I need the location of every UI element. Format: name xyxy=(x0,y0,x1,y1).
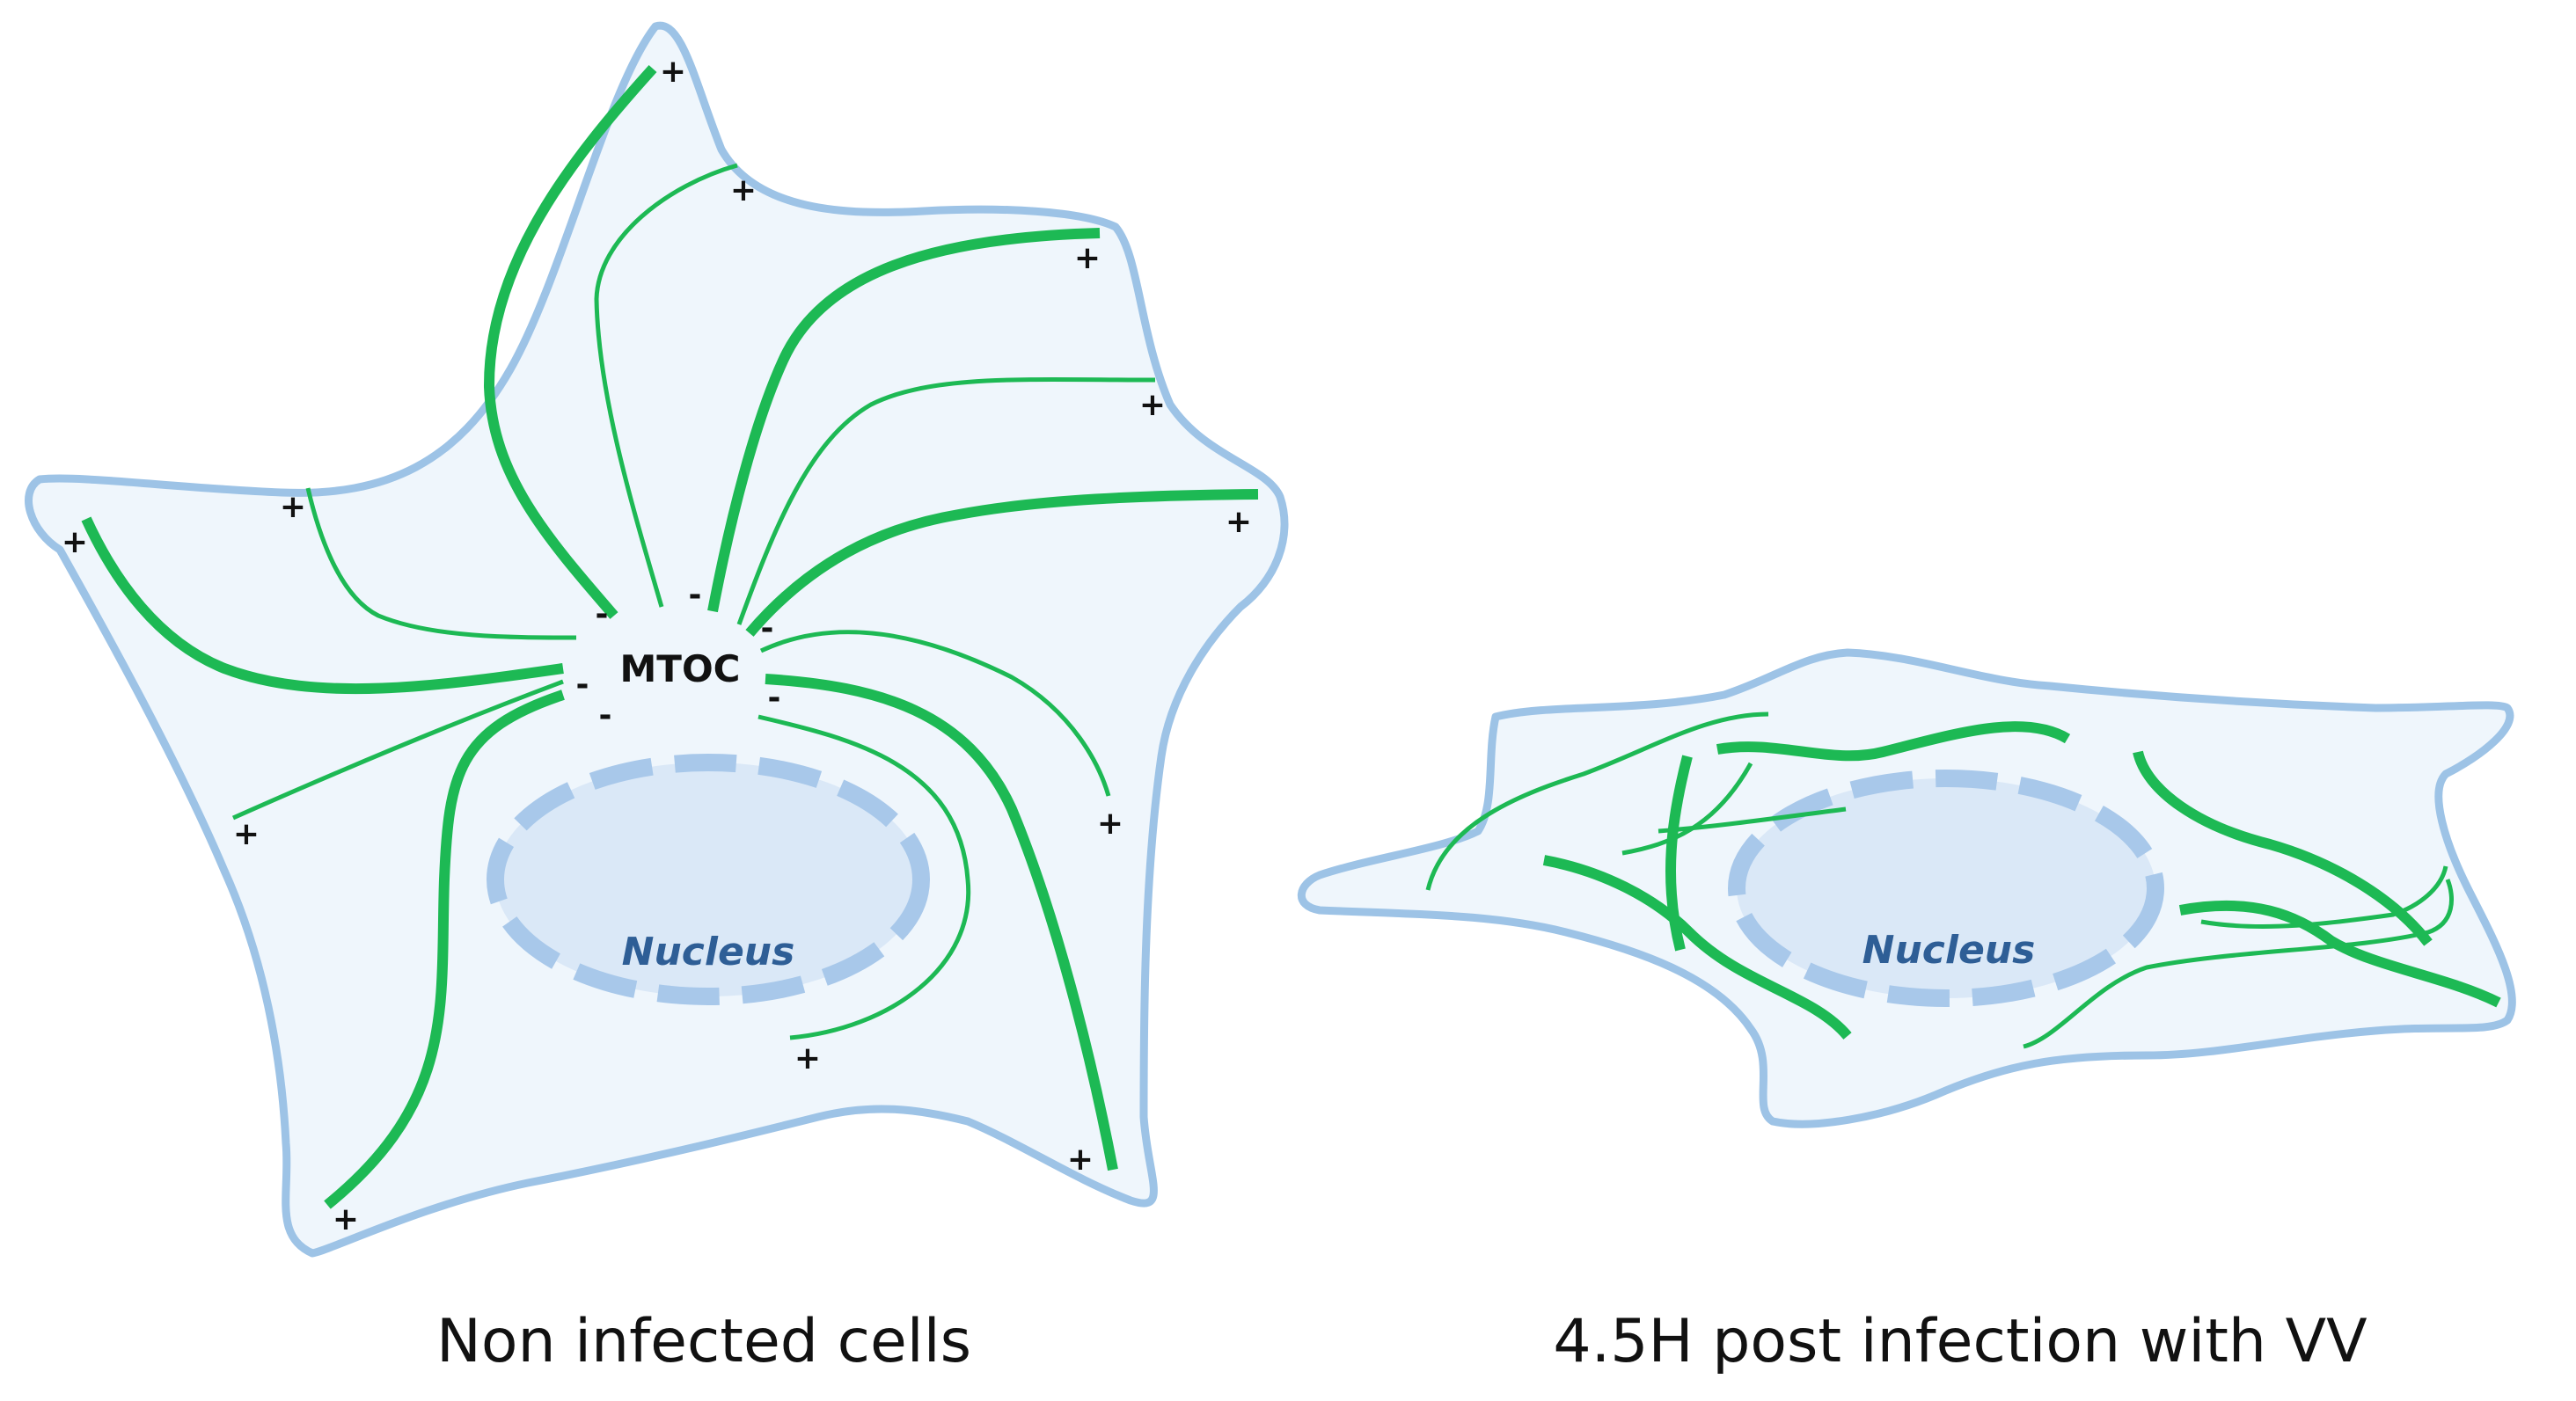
infected-cell-panel: Nucleus 4.5H post infection with VV xyxy=(1297,648,2516,1376)
microtubule xyxy=(324,690,565,1209)
nucleus xyxy=(487,754,930,1005)
minus-sign: - xyxy=(596,596,609,632)
microtubules-disorganized xyxy=(1425,711,2501,1049)
minus-sign: - xyxy=(576,667,589,703)
microtubule xyxy=(1716,721,2071,762)
plus-sign: + xyxy=(794,1040,821,1076)
microtubule xyxy=(707,228,1101,613)
mtoc-label: MTOC xyxy=(620,647,741,690)
plus-sign: + xyxy=(1067,1142,1094,1178)
caption-infected: 4.5H post infection with VV xyxy=(1553,1307,2367,1376)
minus-sign: - xyxy=(768,680,781,716)
plus-sign: + xyxy=(1097,806,1123,842)
microtubule xyxy=(2133,750,2433,946)
microtubule xyxy=(594,163,738,608)
nucleus xyxy=(1728,770,2164,1007)
microtubule xyxy=(745,489,1259,637)
minus-sign: - xyxy=(689,577,702,613)
plus-sign: + xyxy=(280,489,306,525)
microtubule xyxy=(2023,879,2454,1049)
microtubule xyxy=(1542,855,1852,1040)
plus-sign: + xyxy=(660,54,686,90)
plus-sign: + xyxy=(1074,240,1101,276)
microtubule xyxy=(759,630,1111,797)
microtubule xyxy=(765,674,1118,1171)
plus-end-markers: + + + + + + + + + + + + xyxy=(62,54,1252,1237)
microtubule xyxy=(757,714,971,1040)
nucleus-label: Nucleus xyxy=(622,930,795,974)
microtubule xyxy=(483,64,657,619)
plus-sign: + xyxy=(62,524,88,560)
plus-sign: + xyxy=(730,172,757,208)
plus-sign: + xyxy=(1139,387,1166,423)
plus-sign: + xyxy=(333,1201,359,1237)
microtubule xyxy=(2200,865,2448,929)
plus-sign: + xyxy=(233,816,260,852)
plus-sign: + xyxy=(1226,504,1252,540)
nucleus-label: Nucleus xyxy=(1862,928,2036,973)
microtubule xyxy=(1658,806,1847,834)
microtubule xyxy=(81,516,564,695)
microtubule xyxy=(736,376,1156,625)
non-infected-cell-membrane xyxy=(25,21,1289,1258)
microtubule xyxy=(1425,711,1769,891)
non-infected-cell-panel: Nucleus MTOC - - - - - - xyxy=(25,21,1289,1376)
minus-sign: - xyxy=(761,610,774,646)
microtubule xyxy=(2178,900,2501,1008)
microtubules-organized xyxy=(81,64,1259,1209)
caption-non-infected: Non infected cells xyxy=(436,1307,971,1376)
minus-end-markers: - - - - - - xyxy=(576,577,781,733)
microtubule xyxy=(231,679,564,821)
minus-sign: - xyxy=(599,697,612,733)
microtubule xyxy=(305,487,577,640)
